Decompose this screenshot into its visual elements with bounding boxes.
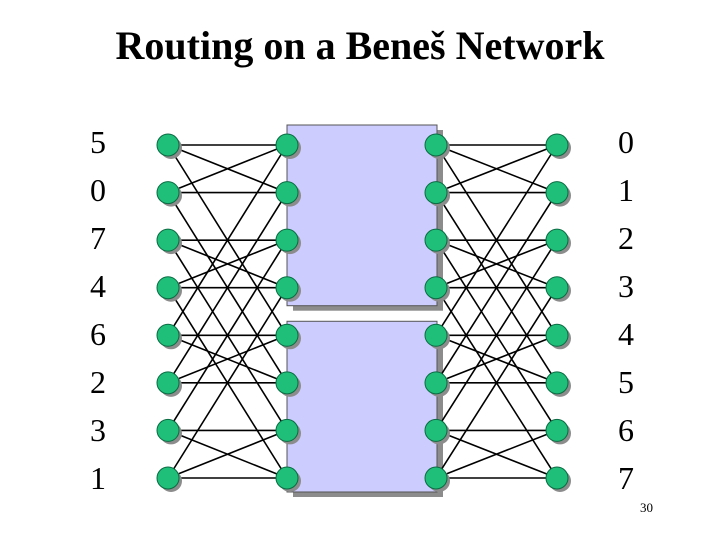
input-label-2: 7 bbox=[90, 220, 106, 256]
switch-nodes bbox=[156, 133, 571, 492]
output-label-5: 5 bbox=[618, 364, 634, 400]
wire-in-5-1 bbox=[167, 192, 288, 384]
switch-node-2-2 bbox=[424, 228, 448, 252]
output-label-1: 1 bbox=[618, 172, 634, 208]
switch-node-1-2 bbox=[275, 228, 299, 252]
page-number: 30 bbox=[640, 500, 653, 515]
switch-node-0-5 bbox=[156, 371, 180, 395]
output-label-6: 6 bbox=[618, 412, 634, 448]
switch-node-1-6 bbox=[275, 418, 299, 442]
input-label-0: 5 bbox=[90, 124, 106, 160]
wire-in-3-2 bbox=[167, 239, 288, 289]
switch-node-0-4 bbox=[156, 323, 180, 347]
wire-in-5-4 bbox=[167, 334, 288, 384]
wire-out-3-2 bbox=[435, 239, 558, 289]
wire-out-1-0 bbox=[435, 144, 558, 194]
wire-in-7-3 bbox=[167, 287, 288, 479]
output-label-3: 3 bbox=[618, 268, 634, 304]
switch-node-1-0 bbox=[275, 133, 299, 157]
switch-node-1-7 bbox=[275, 466, 299, 490]
wire-in-7-6 bbox=[167, 429, 288, 479]
switch-node-0-3 bbox=[156, 276, 180, 300]
switch-node-3-6 bbox=[545, 418, 569, 442]
switch-node-0-1 bbox=[156, 181, 180, 205]
switch-node-0-7 bbox=[156, 466, 180, 490]
input-label-7: 1 bbox=[90, 460, 106, 496]
switch-node-2-0 bbox=[424, 133, 448, 157]
switch-node-1-4 bbox=[275, 323, 299, 347]
switch-node-1-3 bbox=[275, 276, 299, 300]
switch-node-3-4 bbox=[545, 323, 569, 347]
output-labels: 0 1 2 3 4 5 6 7 bbox=[606, 118, 646, 502]
switch-node-0-2 bbox=[156, 228, 180, 252]
subnetwork-boxes bbox=[286, 124, 438, 493]
output-label-7: 7 bbox=[618, 460, 634, 496]
wire-out-5-4 bbox=[435, 334, 558, 384]
output-label-0: 0 bbox=[618, 124, 634, 160]
output-label-2: 2 bbox=[618, 220, 634, 256]
switch-node-0-0 bbox=[156, 133, 180, 157]
wire-in-6-2 bbox=[167, 239, 288, 431]
switch-node-2-5 bbox=[424, 371, 448, 395]
wire-out-7-3 bbox=[435, 287, 558, 479]
switch-node-3-7 bbox=[545, 466, 569, 490]
upper-subnetwork-box bbox=[286, 124, 438, 307]
switch-node-3-1 bbox=[545, 181, 569, 205]
switch-node-2-3 bbox=[424, 276, 448, 300]
wire-in-1-0 bbox=[167, 144, 288, 194]
switch-node-2-7 bbox=[424, 466, 448, 490]
wire-out-5-1 bbox=[435, 192, 558, 384]
wire-in-4-0 bbox=[167, 144, 288, 336]
switch-node-2-4 bbox=[424, 323, 448, 347]
switch-node-3-0 bbox=[545, 133, 569, 157]
input-label-4: 6 bbox=[90, 316, 106, 352]
wire-out-7-6 bbox=[435, 429, 558, 479]
switch-node-3-3 bbox=[545, 276, 569, 300]
switch-node-3-2 bbox=[545, 228, 569, 252]
wire-out-4-0 bbox=[435, 144, 558, 336]
output-label-4: 4 bbox=[618, 316, 634, 352]
switch-node-1-5 bbox=[275, 371, 299, 395]
lower-subnetwork-box bbox=[286, 320, 438, 493]
input-label-5: 2 bbox=[90, 364, 106, 400]
slide-title: Routing on a Beneš Network bbox=[115, 23, 605, 68]
input-labels: 5 0 7 4 6 2 3 1 bbox=[78, 118, 118, 502]
network-wires bbox=[167, 144, 558, 479]
switch-node-2-6 bbox=[424, 418, 448, 442]
input-label-6: 3 bbox=[90, 412, 106, 448]
switch-node-0-6 bbox=[156, 418, 180, 442]
switch-node-3-5 bbox=[545, 371, 569, 395]
wire-out-6-2 bbox=[435, 239, 558, 431]
input-label-1: 0 bbox=[90, 172, 106, 208]
input-label-3: 4 bbox=[90, 268, 106, 304]
switch-node-1-1 bbox=[275, 181, 299, 205]
switch-node-2-1 bbox=[424, 181, 448, 205]
